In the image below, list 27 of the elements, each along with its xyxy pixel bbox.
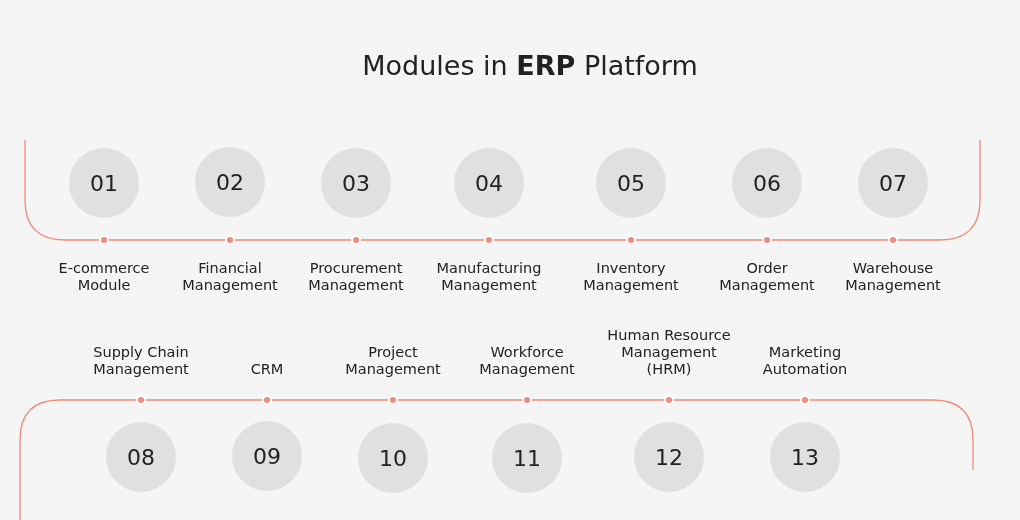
- step-number: 02: [216, 169, 244, 195]
- step-number: 10: [379, 445, 407, 471]
- step-number: 07: [879, 170, 907, 196]
- module-label: Human Resource Management (HRM): [606, 327, 732, 378]
- step-number: 06: [753, 170, 781, 196]
- module-label: CRM: [249, 361, 285, 378]
- step-number: 03: [342, 170, 370, 196]
- module-label: E-commerce Module: [57, 260, 151, 294]
- title: Modules in ERP Platform: [361, 50, 699, 81]
- step-number: 04: [475, 170, 503, 196]
- module-label: Procurement Management: [307, 260, 405, 294]
- module-label: Supply Chain Management: [92, 344, 190, 378]
- module-label: Workforce Management: [478, 344, 576, 378]
- module-label: Project Management: [344, 344, 442, 378]
- step-number: 05: [617, 170, 645, 196]
- step-number: 12: [655, 444, 683, 470]
- step-number: 01: [90, 170, 118, 196]
- step-number: 09: [253, 443, 281, 469]
- module-label: Financial Management: [181, 260, 279, 294]
- module-label: Manufacturing Management: [435, 260, 543, 294]
- module-label: Inventory Management: [582, 260, 680, 294]
- module-label: Warehouse Management: [844, 260, 942, 294]
- step-number: 11: [513, 445, 541, 471]
- step-number: 13: [791, 444, 819, 470]
- step-number: 08: [127, 444, 155, 470]
- module-label: Order Management: [718, 260, 816, 294]
- module-label: Marketing Automation: [761, 344, 849, 378]
